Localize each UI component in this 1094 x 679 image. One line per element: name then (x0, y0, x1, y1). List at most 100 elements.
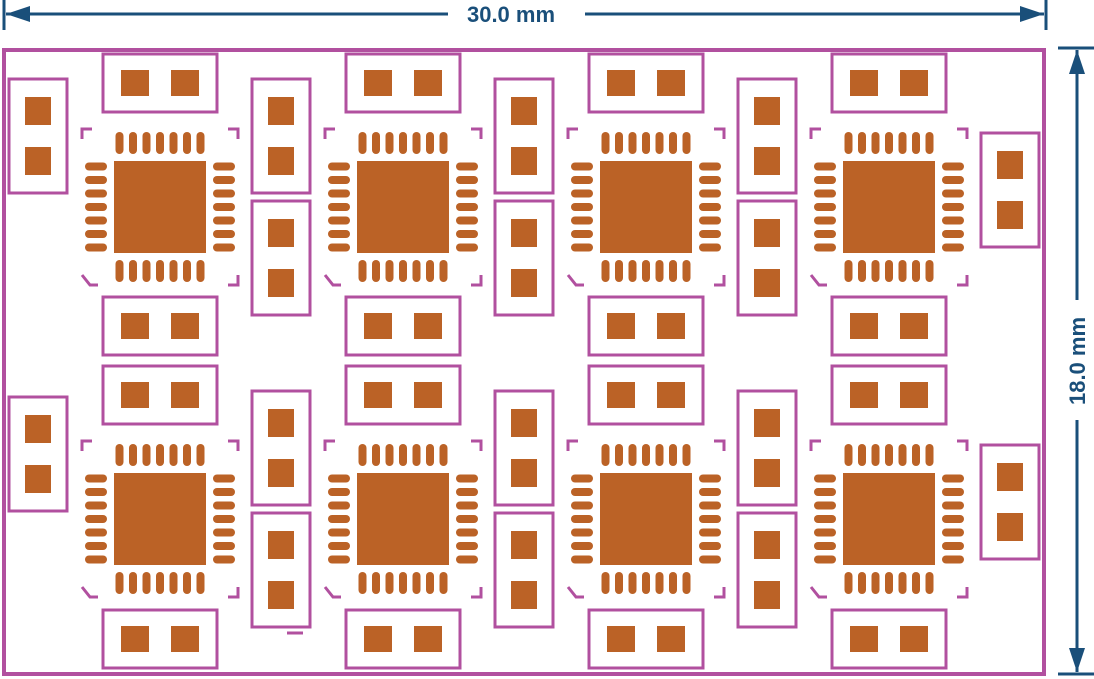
copper-pad (364, 382, 392, 408)
qfn-pin (358, 444, 367, 466)
qfn-pin (169, 132, 178, 154)
component-outline (250, 199, 312, 317)
corner-mark (471, 127, 483, 139)
copper-pad (268, 581, 294, 609)
qfn-pin (85, 528, 107, 537)
vertical-passive (493, 511, 555, 629)
copper-pad (607, 626, 635, 652)
qfn-pin (213, 203, 235, 211)
qfn-pin (156, 572, 164, 594)
qfn-pin (142, 260, 151, 282)
qfn-pin (85, 501, 107, 510)
horizontal-passive (830, 295, 948, 357)
qfn-pin (601, 444, 610, 466)
edge-passive-right (979, 131, 1041, 249)
copper-pad (25, 465, 51, 493)
qfn-pin (85, 216, 107, 225)
qfn-pin (196, 572, 205, 594)
copper-pad (268, 531, 294, 559)
vertical-passive (250, 77, 312, 195)
qfn-pin (655, 260, 664, 282)
qfn-pin (439, 444, 448, 466)
component-outline (493, 77, 555, 195)
corner-mark (228, 275, 240, 287)
copper-pad (754, 219, 780, 247)
copper-pad (268, 97, 294, 125)
qfn-pin (456, 515, 478, 523)
copper-pad (268, 147, 294, 175)
board-components (7, 52, 1041, 670)
width-arrow-left (6, 6, 30, 22)
corner-mark (471, 587, 483, 599)
qfn-pin (814, 216, 836, 225)
qfn-pin (85, 243, 107, 252)
horizontal-passive (101, 52, 219, 114)
copper-pad (414, 70, 442, 96)
qfn-pin (885, 444, 893, 466)
component-outline (344, 52, 462, 114)
exposed-pad (843, 161, 935, 253)
qfn-pin (456, 542, 478, 550)
copper-pad (268, 219, 294, 247)
qfn-pin (615, 132, 623, 154)
corner-mark (228, 587, 240, 599)
qfn-pin (898, 260, 907, 282)
qfn-pin (655, 444, 664, 466)
qfn-pin (358, 132, 367, 154)
qfn-pin (601, 572, 610, 594)
component-outline (736, 77, 798, 195)
qfn-pin (912, 260, 920, 282)
pin1-corner-mark (809, 274, 827, 287)
edge-passive-right (979, 443, 1041, 561)
qfn-pin (814, 528, 836, 537)
component-outline (830, 52, 948, 114)
qfn-pin (183, 260, 191, 282)
qfn-pin (213, 216, 235, 225)
qfn-pin (129, 444, 137, 466)
copper-pad (364, 626, 392, 652)
component-outline (101, 295, 219, 357)
qfn-pin (871, 132, 880, 154)
copper-pad (25, 415, 51, 443)
qfn-pin (699, 216, 721, 225)
width-arrow-right (1020, 6, 1044, 22)
corner-mark (471, 275, 483, 287)
qfn-pin (942, 555, 964, 564)
copper-pad (850, 70, 878, 96)
qfn-pin (814, 542, 836, 550)
qfn-pin (328, 189, 350, 198)
copper-pad (121, 382, 149, 408)
qfn-pin (669, 444, 677, 466)
component-outline (830, 295, 948, 357)
corner-mark (80, 439, 92, 451)
horizontal-passive (344, 608, 462, 670)
component-outline (587, 295, 705, 357)
qfn-pin (699, 176, 721, 184)
qfn-pin (213, 474, 235, 483)
qfn-pin (328, 515, 350, 523)
qfn-pin (456, 230, 478, 238)
copper-pad (511, 269, 537, 297)
qfn-pin (412, 572, 421, 594)
component-outline (101, 52, 219, 114)
qfn-pin (129, 132, 137, 154)
qfn-pin (399, 260, 407, 282)
component-outline (736, 389, 798, 507)
qfn-pin (814, 474, 836, 483)
qfn-package (323, 127, 483, 287)
qfn-pin (399, 132, 407, 154)
component-outline (587, 608, 705, 670)
qfn-pin (456, 176, 478, 184)
copper-pad (511, 531, 537, 559)
qfn-pin (571, 501, 593, 510)
qfn-pin (328, 243, 350, 252)
exposed-pad (600, 161, 692, 253)
qfn-pin (196, 444, 205, 466)
qfn-pin (426, 132, 434, 154)
qfn-pin (571, 189, 593, 198)
qfn-pin (196, 260, 205, 282)
qfn-pin (426, 572, 434, 594)
qfn-pin (642, 572, 650, 594)
qfn-pin (885, 260, 893, 282)
qfn-pin (628, 260, 637, 282)
